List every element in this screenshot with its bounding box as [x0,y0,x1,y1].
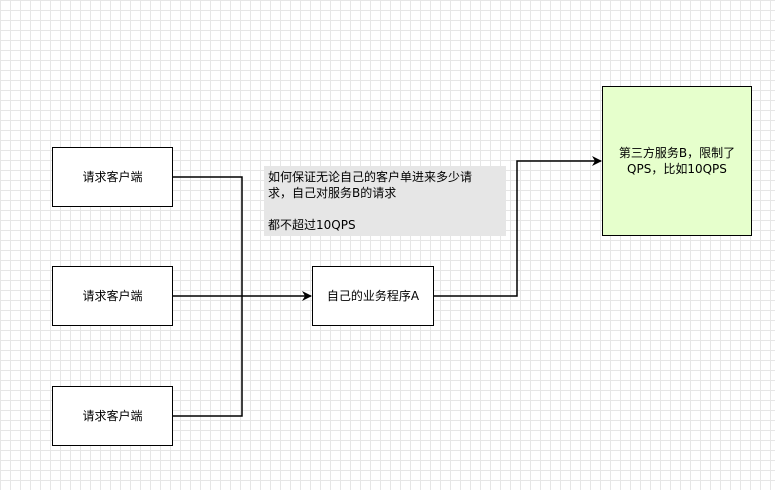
note-spacer [268,201,502,217]
edge-client1-to-a [173,176,243,296]
business-service-a-node[interactable]: 自己的业务程序A [312,266,434,326]
note-line-3: 都不超过10QPS [268,218,356,232]
business-service-a-label: 自己的业务程序A [326,289,420,303]
request-client-label-3: 请求客户端 [82,409,143,423]
note-line-1: 如何保证无论自己的客户单进来多少请 [268,170,473,184]
third-party-service-b-node[interactable]: 第三方服务B，限制了 QPS，比如10QPS [602,86,752,236]
edge-client3-to-a [173,296,243,417]
request-client-node-3[interactable]: 请求客户端 [52,386,173,446]
request-client-label-2: 请求客户端 [82,289,143,303]
service-b-label-line2: QPS，比如10QPS [627,162,727,176]
note-line-2: 求，自己对服务B的请求 [268,186,397,200]
request-client-node-1[interactable]: 请求客户端 [52,147,173,207]
request-client-label-1: 请求客户端 [82,170,143,184]
request-client-node-2[interactable]: 请求客户端 [52,266,173,326]
service-b-label-line1: 第三方服务B，限制了 [618,146,736,160]
question-note[interactable]: 如何保证无论自己的客户单进来多少请 求，自己对服务B的请求 都不超过10QPS [264,166,506,236]
